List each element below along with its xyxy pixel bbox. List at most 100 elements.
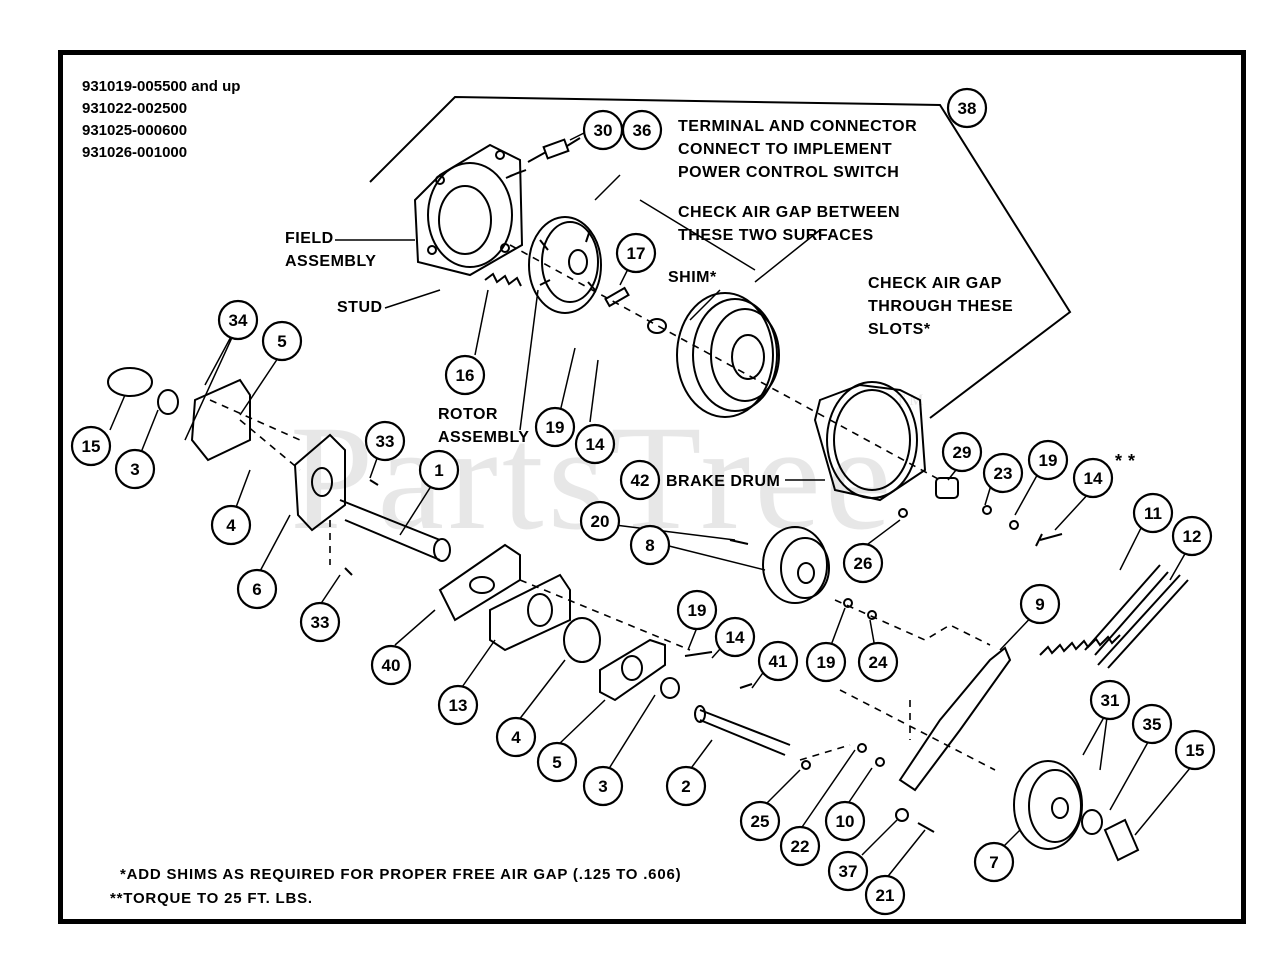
- bushing-15-part: [1103, 818, 1140, 862]
- washer-10-part: [875, 757, 885, 767]
- spring-9-part: [1039, 634, 1121, 656]
- callout-number: 17: [627, 244, 646, 263]
- callout-number: 19: [688, 601, 707, 620]
- footnote-shims: *ADD SHIMS AS REQUIRED FOR PROPER FREE A…: [120, 866, 682, 883]
- callout-number: 8: [645, 536, 654, 555]
- callout-circle: [574, 423, 616, 465]
- callout-circle: [364, 420, 406, 462]
- label-line: CHECK AIR GAP BETWEEN: [678, 204, 901, 221]
- callout-number: 5: [552, 753, 561, 772]
- key-41-part: [739, 683, 753, 689]
- callout-number: 42: [631, 471, 650, 490]
- stud-label: STUD: [337, 299, 383, 316]
- key-part: [604, 286, 630, 308]
- part-callout-11: 11: [1132, 492, 1174, 534]
- callout-circle: [779, 825, 821, 867]
- shaft-2-part: [699, 709, 791, 756]
- bearing-4-part: [563, 617, 601, 663]
- callout-circle: [536, 741, 578, 783]
- part-callout-19: 19: [805, 641, 847, 683]
- callout-number: 1: [434, 461, 443, 480]
- cover-5-part: [190, 378, 251, 462]
- callout-circle: [757, 640, 799, 682]
- callout-number: 41: [769, 652, 788, 671]
- part-callout-15: 15: [1174, 729, 1216, 771]
- callout-number: 35: [1143, 715, 1162, 734]
- callout-number: 7: [989, 853, 998, 872]
- part-callout-14: 14: [574, 423, 616, 465]
- callout-number: 33: [376, 432, 395, 451]
- callout-number: 6: [252, 580, 261, 599]
- pulley-7-part: [1013, 760, 1083, 850]
- field-assembly-part: [413, 143, 527, 277]
- callout-circle: [1089, 679, 1131, 721]
- part-callout-41: 41: [757, 640, 799, 682]
- pulley-8-part: [762, 526, 830, 604]
- bracket-13-part: [489, 573, 571, 652]
- callout-circle: [621, 109, 663, 151]
- callout-number: 19: [817, 653, 836, 672]
- callout-circle: [824, 800, 866, 842]
- callout-number: 22: [791, 837, 810, 856]
- callout-number: 2: [681, 777, 690, 796]
- field-assembly-label: FIELD ASSEMBLY: [285, 227, 376, 273]
- callout-circle: [739, 800, 781, 842]
- callout-circle: [615, 232, 657, 274]
- callout-circle: [579, 500, 621, 542]
- part-callout-14: 14: [714, 616, 756, 658]
- part-callout-35: 35: [1131, 703, 1173, 745]
- callout-circle: [982, 452, 1024, 494]
- callout-number: 14: [726, 628, 745, 647]
- part-callout-38: 38: [946, 87, 988, 129]
- part-callout-13: 13: [437, 684, 479, 726]
- part-callout-33: 33: [299, 601, 341, 643]
- callout-number: 3: [598, 777, 607, 796]
- callout-number: 15: [1186, 741, 1205, 760]
- callout-circle: [941, 431, 983, 473]
- callout-circle: [857, 641, 899, 683]
- callout-number: 11: [1144, 504, 1162, 523]
- callout-circle: [1027, 439, 1069, 481]
- part-callout-4: 4: [210, 504, 252, 546]
- screw-33-lower-part: [344, 567, 353, 576]
- rod-12-part: [1097, 574, 1189, 669]
- lockwasher-part: [1009, 520, 1019, 530]
- nut-22-part: [857, 743, 867, 753]
- part-callout-8: 8: [629, 524, 671, 566]
- part-callout-20: 20: [579, 500, 621, 542]
- callout-circle: [805, 641, 847, 683]
- serial-number: 931022-002500: [82, 100, 188, 117]
- part-callout-22: 22: [779, 825, 821, 867]
- serial-number: 931025-000600: [82, 122, 188, 139]
- label-line: CONNECT TO IMPLEMENT: [678, 141, 893, 158]
- label-line: POWER CONTROL SWITCH: [678, 164, 900, 181]
- callout-circle: [299, 601, 341, 643]
- part-callout-17: 17: [615, 232, 657, 274]
- callout-circle: [1171, 515, 1213, 557]
- part-callout-5: 5: [261, 320, 303, 362]
- washer-35-part: [1081, 809, 1103, 835]
- callout-number: 36: [633, 121, 652, 140]
- check-air-gap-between-label: CHECK AIR GAP BETWEEN THESE TWO SURFACES: [678, 201, 900, 247]
- label-line: ROTOR: [438, 406, 498, 423]
- callout-number: 13: [449, 696, 468, 715]
- callout-circle: [1072, 457, 1114, 499]
- gasket-40-part: [438, 543, 521, 622]
- callout-circle: [370, 644, 412, 686]
- callout-number: 14: [1084, 469, 1103, 488]
- lever-arm-part: [898, 646, 1012, 792]
- callout-circle: [973, 841, 1015, 883]
- callout-number: 30: [594, 121, 613, 140]
- part-callout-15: 15: [70, 425, 112, 467]
- label-line: SLOTS*: [868, 321, 931, 338]
- callout-number: 25: [751, 812, 770, 831]
- callout-number: 38: [958, 99, 977, 118]
- double-star-mark: * *: [1115, 451, 1136, 471]
- assembly-centerlines: [209, 244, 996, 771]
- part-callout-30: 30: [582, 109, 624, 151]
- part-callout-37: 37: [827, 850, 869, 892]
- callout-number: 9: [1035, 595, 1044, 614]
- callout-circle: [1174, 729, 1216, 771]
